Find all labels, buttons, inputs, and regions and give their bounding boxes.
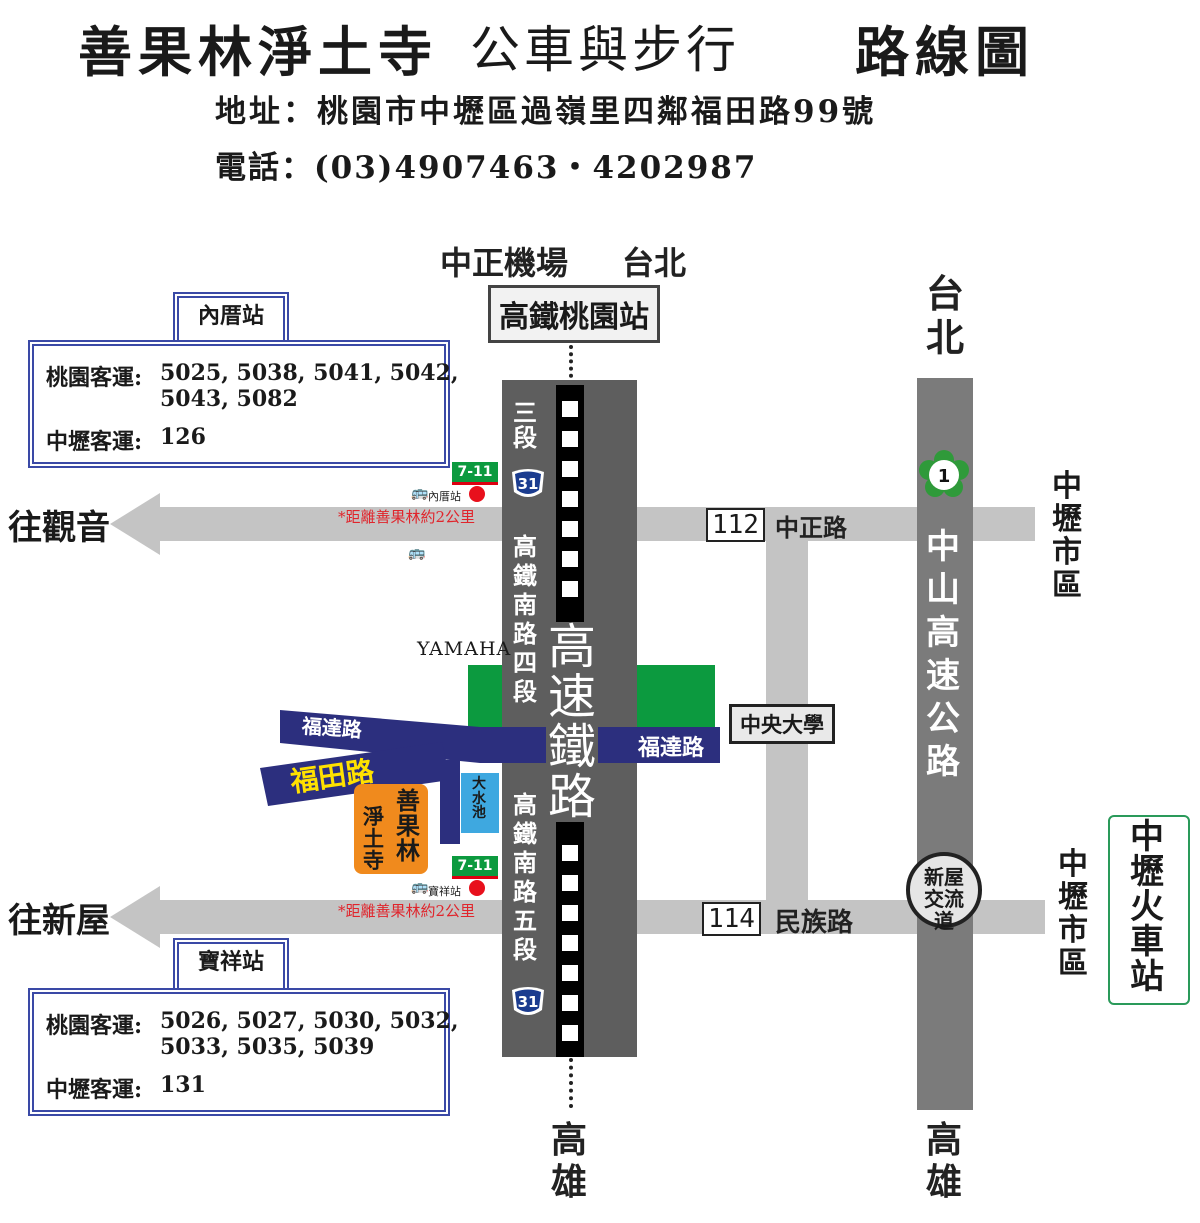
route-114: 114 [702,902,761,936]
distance-note-south: *距離善果林約2公里 [338,902,476,920]
neili-zhongli-label: 中壢客運: [46,429,143,455]
yamaha-label: YAMAHA [417,638,512,660]
zhongli-station-box [1108,815,1190,1005]
dest-guanyin: 往觀音 [8,508,110,548]
bus-stop-marker-south [469,880,485,896]
minzu-rd-label: 民族路 [775,908,854,938]
xinwu-interchange-label: 新屋交流道 [924,865,964,933]
neili-taoyuan-routes-1: 5025, 5038, 5041, 5042, [160,360,459,386]
rail-dotted-top [569,345,573,385]
bus-icon: 🚌 [411,879,429,895]
baoxiang-zhongli-routes: 131 [160,1072,206,1098]
road-futian [260,742,450,806]
bus-stop-marker-north [469,486,485,502]
neili-taoyuan-routes-2: 5043, 5082 [160,386,298,412]
hsr-road-north: 高鐵南路四段 [513,532,537,706]
svg-text:1: 1 [938,466,951,487]
zhongshan-highway [917,378,973,1110]
baoxiang-zhongli-label: 中壢客運: [46,1077,143,1103]
dest-kaohsiung-left: 高雄 [551,1120,588,1203]
zhongshan-highway-label: 中山高速公路 [926,527,960,782]
dest-xinwu: 往新屋 [8,901,110,941]
bus-stop-baoxiang-small: 寶祥站 [428,885,461,898]
zhongzheng-rd-label: 中正路 [775,514,847,542]
bus-panel-baoxiang: 桃園客運: 5026, 5027, 5030, 5032, 5033, 5035… [28,988,459,1116]
bus-tab-baoxiang: 寶祥站 [173,938,289,994]
seven-eleven-south: 7-11 [452,856,498,879]
arrow-guanyin-icon [110,493,160,555]
road-fuda-stub [440,760,460,844]
reservoir [461,773,499,833]
ncu-box: 中央大學 [729,704,835,744]
right-dest-taipei: 台北 [925,272,964,360]
distance-note-north: *距離善果林約2公里 [338,508,476,526]
temple-label-a: 善果林 [396,786,420,866]
zhongli-district-a: 中壢市區 [1052,469,1082,603]
bus-icon: 🚌 [411,485,429,501]
hsr-rail-label: 高速鐵路 [546,619,598,825]
hsr-road-north-a: 三段 [513,398,537,453]
hsr-road-south: 高鐵南路五段 [513,790,537,964]
arrow-xinwu-icon [110,886,160,948]
svg-text:31: 31 [518,993,539,1011]
page-title-end: 路線圖 [855,20,1035,84]
hsr-taoyuan-station: 高鐵桃園站 [488,285,660,343]
zhongli-district-b: 中壢市區 [1058,847,1088,981]
phone: 電話：(03)4907463・4202987 [215,150,758,186]
dest-taipei-top: 台北 [622,244,687,282]
route-112: 112 [706,508,765,542]
page-subtitle: 公車與步行 [470,21,740,79]
rail-dotted-bottom [569,1058,573,1108]
bus-icon: 🚌 [408,545,426,561]
neili-taoyuan-label: 桃園客運: [46,365,143,391]
xinwu-interchange: 新屋交流道 [906,852,982,932]
green-block-right [637,665,715,727]
address: 地址：桃園市中壢區過嶺里四鄰福田路99號 [215,94,877,130]
dest-kaohsiung-right: 高雄 [926,1120,963,1203]
temple-label-b: 淨土寺 [363,804,384,874]
bus-stop-neili-small: 內厝站 [428,490,461,503]
baoxiang-taoyuan-label: 桃園客運: [46,1013,143,1039]
reservoir-label: 大水池 [472,776,486,822]
page-title: 善果林淨土寺 [78,20,438,84]
temple [354,784,428,874]
bus-panel-neili: 桃園客運: 5025, 5038, 5041, 5042, 5043, 5082… [28,340,459,468]
route-31-shield-icon-bottom: 31 [512,987,544,1015]
baoxiang-taoyuan-routes-2: 5033, 5035, 5039 [160,1034,375,1060]
svg-text:31: 31 [518,475,539,493]
route-31-shield-icon-top: 31 [512,469,544,497]
baoxiang-taoyuan-routes-1: 5026, 5027, 5030, 5032, [160,1008,459,1034]
seven-eleven-north: 7-11 [452,462,498,485]
neili-zhongli-routes: 126 [160,424,206,450]
fuda-rd-right-label: 福達路 [638,735,705,761]
fuda-rd-left-label: 福達路 [301,713,363,743]
highway-1-plum-shield-icon: 1 [919,450,969,497]
green-block-left [468,665,502,727]
dest-airport: 中正機場 [440,244,569,282]
zhongli-station-label: 中壢火車站 [1130,817,1164,997]
